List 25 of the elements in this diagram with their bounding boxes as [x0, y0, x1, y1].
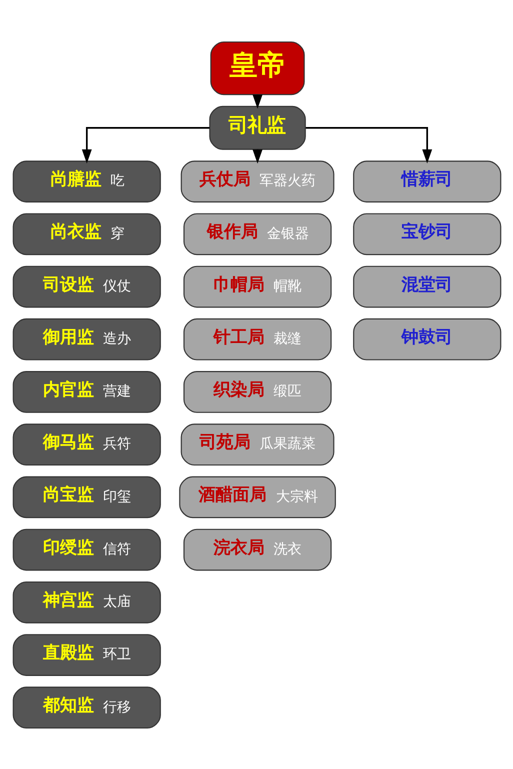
node-box: 混堂司 — [352, 265, 501, 308]
arrow — [81, 126, 210, 164]
node-box: 钟鼓司 — [352, 318, 501, 360]
node-box: 惜薪司 — [352, 160, 501, 202]
node-box: 御用监 造办 — [12, 318, 160, 360]
node-box: 兵仗局 军器火药 — [180, 160, 334, 202]
node-box: 银作局 金银器 — [182, 212, 332, 255]
node-box: 尚宝监 印玺 — [12, 476, 160, 518]
node-box: 宝钞司 — [352, 212, 501, 255]
node-box: 浣衣局 洗衣 — [182, 528, 332, 570]
node-box: 都知监 行移 — [12, 686, 160, 728]
node-box: 司设监 仪仗 — [12, 265, 160, 308]
node-box: 巾帽局 帽靴 — [182, 265, 332, 308]
node-box: 神宫监 太庙 — [12, 580, 160, 623]
node-box: 司苑局 瓜果蔬菜 — [180, 423, 334, 466]
node-box: 酒醋面局 大宗料 — [178, 476, 336, 518]
node-box: 尚膳监 吃 — [12, 160, 160, 202]
arrow — [305, 126, 432, 164]
node-box: 针工局 裁缝 — [182, 318, 332, 360]
node-box: 直殿监 环卫 — [12, 634, 160, 676]
node-box: 尚衣监 穿 — [12, 212, 160, 255]
node-box: 内官监 营建 — [12, 370, 160, 412]
node-box: 御马监 兵符 — [12, 423, 160, 466]
node-box: 印绶监 信符 — [12, 528, 160, 570]
node-box: 织染局 缎匹 — [182, 370, 332, 412]
